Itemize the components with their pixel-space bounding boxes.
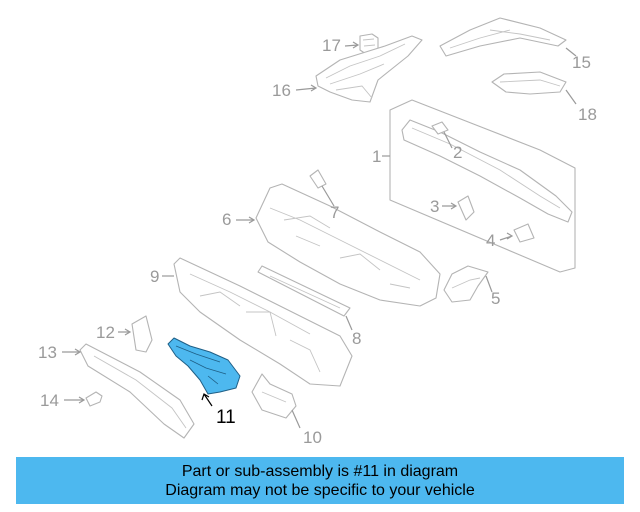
callout-7: 7 — [330, 203, 340, 222]
part-8-reinforcement-bar — [257, 265, 351, 317]
info-banner: Part or sub-assembly is #11 in diagram D… — [16, 457, 624, 504]
callout-6: 6 — [222, 210, 232, 229]
callout-8: 8 — [352, 329, 362, 348]
callout-12: 12 — [96, 323, 115, 342]
part-1-cowl-assembly-group — [389, 99, 576, 273]
callout-2: 2 — [453, 143, 463, 162]
callout-5: 5 — [491, 289, 501, 308]
part-6-dash-panel-upper — [255, 183, 441, 307]
callout-16: 16 — [272, 81, 291, 100]
part-7-gasket — [309, 169, 327, 189]
banner-line-2: Diagram may not be specific to your vehi… — [165, 481, 475, 499]
callout-18: 18 — [578, 105, 597, 124]
callout-1: 1 — [372, 147, 382, 166]
callout-14: 14 — [40, 391, 59, 410]
callout-10: 10 — [303, 428, 322, 447]
callout-9: 9 — [150, 267, 160, 286]
callout-17: 17 — [322, 36, 341, 55]
part-16-cowl-panel — [315, 35, 423, 103]
leader-lines — [62, 41, 577, 429]
callout-15: 15 — [572, 53, 591, 72]
callout-11[interactable]: 11 — [216, 407, 236, 428]
banner-line-1: Part or sub-assembly is #11 in diagram — [181, 462, 459, 480]
part-5-bracket — [443, 265, 489, 303]
parts-diagram — [62, 17, 577, 439]
callout-4: 4 — [486, 231, 496, 250]
callout-3: 3 — [430, 197, 440, 216]
part-14-bolt — [85, 391, 103, 407]
part-12-plate — [131, 315, 153, 353]
part-15-cowl-strip — [439, 17, 567, 57]
callout-13: 13 — [38, 343, 57, 362]
part-10-lower-bracket — [251, 373, 297, 419]
part-9-dash-panel-lower — [173, 257, 353, 387]
part-18-bracket — [491, 71, 567, 95]
part-11-highlighted[interactable] — [167, 337, 241, 395]
part-13-side-rail — [79, 343, 195, 439]
